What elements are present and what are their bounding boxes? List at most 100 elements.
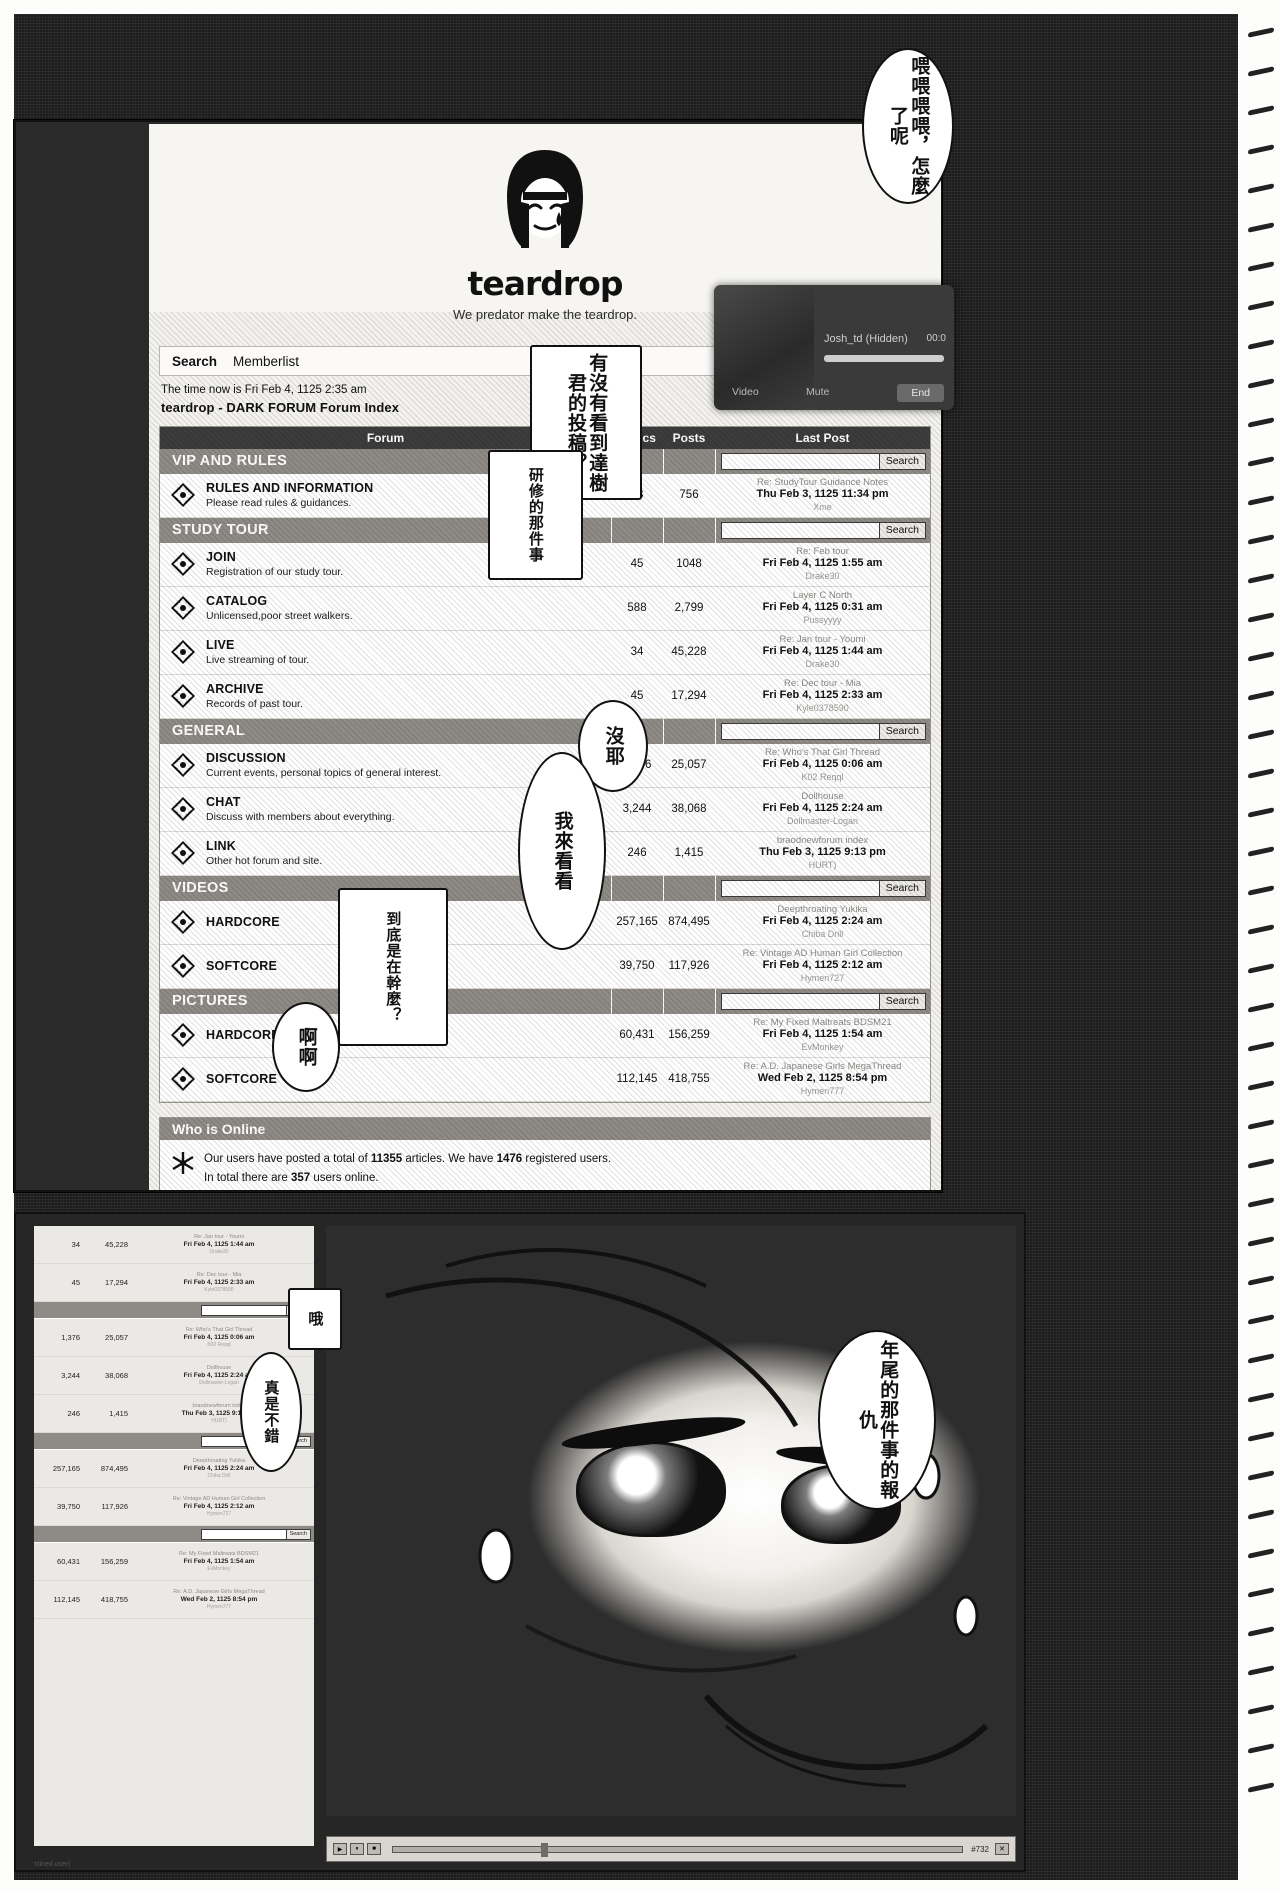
forum-search-button[interactable]: Search [879, 452, 926, 470]
forum-title[interactable]: CHAT [206, 795, 241, 810]
last-post-user[interactable]: Chiba Drill [801, 929, 844, 940]
forum-search-input[interactable] [721, 879, 880, 897]
forum-search-input[interactable] [721, 992, 880, 1010]
forum-title[interactable]: SOFTCORE [206, 959, 278, 974]
last-post-subject[interactable]: Re: A.D. Japanese Girls MegaThread [743, 1060, 902, 1072]
forum-title[interactable]: LINK [206, 839, 236, 854]
last-post-user[interactable]: Pussyyyy [803, 615, 842, 626]
seek-knob[interactable] [540, 1842, 548, 1857]
forum-search-box[interactable]: Search [721, 452, 926, 470]
forum-search-button[interactable]: Search [879, 722, 926, 740]
forum-search-button[interactable]: Search [879, 879, 926, 897]
last-post-user[interactable]: HURT) [808, 860, 837, 871]
media-player-controls[interactable]: ▶ ⏸ ■ #732 ✕ [326, 1836, 1016, 1862]
last-post-user[interactable]: Drake30 [805, 571, 840, 582]
last-post-user[interactable]: Kyle0378590 [796, 703, 849, 714]
end-call-button[interactable]: End [897, 384, 944, 402]
stop-button[interactable]: ■ [367, 1843, 381, 1855]
forum-search-input[interactable] [721, 521, 880, 539]
forum-name-cell[interactable]: HARDCORE [160, 901, 611, 944]
last-post-subject[interactable]: Dollhouse [801, 790, 844, 802]
last-post-subject[interactable]: Re: Feb tour [796, 545, 849, 557]
last-post-subject[interactable]: Deepthroating Yukika [777, 903, 868, 915]
nav-memberlist-link[interactable]: Memberlist [233, 353, 300, 369]
last-post-user[interactable]: EvMonkey [801, 1042, 844, 1053]
forum-title[interactable]: HARDCORE [206, 1028, 280, 1043]
last-post-user[interactable]: K02 Reqql [801, 772, 844, 783]
forum-title[interactable]: RULES AND INFORMATION [206, 481, 374, 496]
forum-title[interactable]: JOIN [206, 550, 236, 565]
video-toggle-button[interactable]: Video [732, 386, 759, 398]
last-post-subject[interactable]: Layer C North [792, 589, 853, 601]
play-button[interactable]: ▶ [333, 1843, 347, 1855]
last-post-user[interactable]: Hymen727 [800, 973, 845, 984]
forum-search-box[interactable]: Search [721, 722, 926, 740]
last-post-user[interactable]: Hymen777 [800, 1086, 845, 1097]
last-post-subject[interactable]: Re: Vintage AD Human Girl Collection [742, 947, 903, 959]
forum-title[interactable]: SOFTCORE [206, 1072, 278, 1087]
forum-search-box[interactable]: Search [721, 879, 926, 897]
pause-button[interactable]: ⏸ [350, 1843, 364, 1855]
forum-search-input[interactable] [721, 722, 880, 740]
last-post-subject[interactable]: Re: My Fixed Maltreats BDSM21 [753, 1016, 892, 1028]
category-posts-cell [663, 718, 715, 744]
mute-button[interactable]: Mute [806, 386, 830, 398]
last-post-subject[interactable]: Re: StudyTour Guidance Notes [757, 476, 888, 488]
panel-forum-screenshot: teardrop We predator make the teardrop. … [14, 120, 954, 1192]
small-search-input[interactable] [200, 1304, 287, 1316]
forum-search-input[interactable] [721, 452, 880, 470]
nav-search-link[interactable]: Search [172, 353, 218, 369]
small-search-button[interactable]: Search [286, 1528, 311, 1540]
category-title: PICTURES [172, 993, 248, 1010]
last-post-subject[interactable]: Re: Who's That Girl Thread [765, 746, 880, 758]
small-search-input[interactable] [200, 1528, 287, 1540]
last-post-user[interactable]: Dollmaster-Logan [786, 816, 859, 827]
forum-search-button[interactable]: Search [879, 521, 926, 539]
forum-title[interactable]: CATALOG [206, 594, 268, 609]
last-post-subject[interactable]: Re: Jan tour - Youmi [779, 633, 866, 645]
video-call-overlay[interactable]: Josh_td (Hidden) 00:0 Video Mute End [714, 285, 954, 410]
forum-search-box[interactable]: Search [721, 992, 926, 1010]
last-post-subject[interactable]: Re: Dec tour - Mia [783, 677, 862, 689]
last-post-user[interactable]: Drake30 [805, 659, 840, 670]
forum-index-breadcrumb[interactable]: teardrop - DARK FORUM Forum Index [161, 399, 400, 415]
forum-title[interactable]: HARDCORE [206, 915, 280, 930]
forum-search-box[interactable]: Search [721, 521, 926, 539]
forum-name-cell[interactable]: HARDCORE [160, 1014, 611, 1057]
forum-search-button[interactable]: Search [879, 992, 926, 1010]
bubble-text-1: 喂喂喂喂，怎麼了呢 [887, 56, 931, 196]
forum-name-cell[interactable]: SOFTCORE [160, 1058, 611, 1101]
last-post-subject[interactable]: braodnewforum index [776, 834, 869, 846]
forum-title[interactable]: ARCHIVE [206, 682, 264, 697]
last-post-user[interactable]: Xme [813, 502, 832, 513]
close-icon[interactable]: ✕ [995, 1843, 1009, 1855]
seek-bar[interactable] [392, 1842, 964, 1857]
forum-name-cell[interactable]: SOFTCORE [160, 945, 611, 988]
forum-title[interactable]: LIVE [206, 638, 235, 653]
forum-title[interactable]: DISCUSSION [206, 751, 286, 766]
